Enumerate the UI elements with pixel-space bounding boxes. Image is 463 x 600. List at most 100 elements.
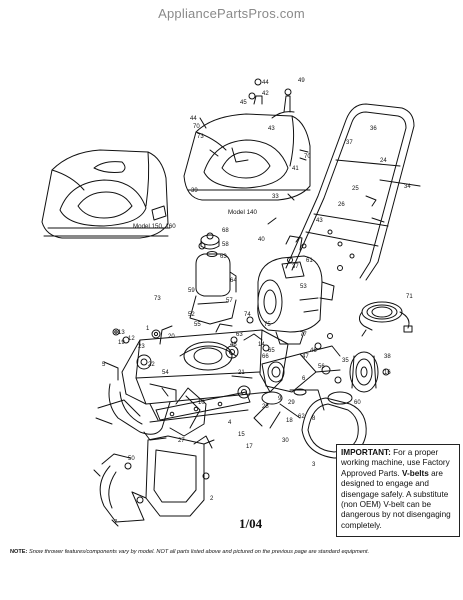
callout: 49 (298, 78, 305, 84)
callout: 1 (146, 326, 150, 332)
callout: 26 (338, 202, 345, 208)
callout: 14 (258, 342, 265, 348)
callout: 35 (342, 358, 349, 364)
footnote: NOTE: Snow thrower features/components v… (10, 549, 460, 555)
model-label-140: Model 140 (228, 209, 257, 216)
model-label-150-160: Model 150, 160 (133, 223, 176, 230)
callout: 52 (188, 312, 195, 318)
scraper-bar (149, 391, 251, 423)
important-text-1: For a proper working machine, use Factor… (341, 448, 450, 478)
callout: 10 (198, 400, 205, 406)
handle-assembly (285, 103, 421, 281)
callout: 24 (380, 158, 387, 164)
callout: 65 (268, 348, 275, 354)
callout: 34 (404, 184, 411, 190)
callout: 23 (138, 344, 145, 350)
callout: 61 (306, 258, 313, 264)
callout: 12 (128, 336, 135, 342)
drive-hardware (215, 323, 342, 429)
callout: 53 (300, 284, 307, 290)
callout: 38 (384, 354, 391, 360)
engine-assembly (257, 235, 335, 345)
callout: 45 (240, 100, 247, 106)
callout: 18 (286, 418, 293, 424)
important-text-2: are designed to engage and disengage saf… (341, 468, 451, 530)
callout: 41 (292, 166, 299, 172)
shroud-model-150-160 (41, 149, 171, 239)
callout: 30 (282, 438, 289, 444)
callout: 29 (288, 400, 295, 406)
callout: 44 (190, 116, 197, 122)
callout: 19 (118, 340, 125, 346)
callout: 37 (346, 140, 353, 146)
callout: 47 (302, 354, 309, 360)
drive-belt (261, 388, 367, 459)
callout: 21 (238, 370, 245, 376)
date-code: 1/04 (239, 516, 263, 531)
footnote-label: NOTE: (10, 549, 28, 555)
callout: 25 (352, 186, 359, 192)
callout: 42 (262, 91, 269, 97)
callout: 73 (197, 134, 204, 140)
callout: 55 (194, 322, 201, 328)
callout: 50 (128, 456, 135, 462)
site-title: AppliancePartsPros.com (158, 6, 305, 21)
auger-housing (97, 325, 289, 417)
callout: 9 (278, 396, 282, 402)
fuel-tank (189, 234, 237, 325)
callout: 27 (178, 438, 185, 444)
footnote-text: Snow thrower features/components vary by… (27, 549, 370, 555)
callout: 56 (318, 364, 325, 370)
parts-exploded-diagram: Model 150, 160 Model 140 44 42 45 49 43 … (41, 78, 421, 527)
callout: 3 (312, 462, 316, 468)
callout: 43 (268, 126, 275, 132)
important-vbelts: V-belts (401, 468, 429, 478)
small-hardware (112, 78, 355, 352)
important-notice: IMPORTANT: For a proper working machine,… (336, 444, 460, 537)
callout: 16 (384, 370, 391, 376)
wheel (349, 351, 390, 393)
callout: 57 (226, 298, 233, 304)
callout: 37 (292, 264, 299, 270)
callout: 70 (304, 154, 311, 160)
callout: 17 (246, 444, 253, 450)
callout: 59 (188, 288, 195, 294)
callout: 44 (262, 80, 269, 86)
shroud-model-140 (183, 88, 311, 201)
callout: 58 (222, 242, 229, 248)
callout: 70 (193, 124, 200, 130)
auger-paddles (95, 383, 207, 441)
callout: 7 (114, 520, 118, 526)
callout: 54 (162, 370, 169, 376)
callout: 66 (262, 354, 269, 360)
callout: 33 (272, 194, 279, 200)
callout: 4 (228, 420, 232, 426)
callout: 2 (210, 496, 214, 502)
callout: 43 (316, 218, 323, 224)
callout: 6 (302, 376, 306, 382)
callout: 74 (244, 312, 251, 318)
callout: 63 (220, 254, 227, 260)
callout: 46 (310, 348, 317, 354)
callout: 77 (300, 332, 307, 338)
callout: 48 (230, 342, 237, 348)
callout: 22 (148, 362, 155, 368)
callout: 20 (168, 334, 175, 340)
callout: 63 (236, 332, 243, 338)
power-cord (358, 301, 413, 337)
callout: 8 (312, 416, 316, 422)
callout: 62 (298, 414, 305, 420)
callout: 73 (154, 296, 161, 302)
callout: 71 (406, 294, 413, 300)
callout: 75 (264, 322, 271, 328)
callout: 40 (258, 237, 265, 243)
callout: 28 (262, 404, 269, 410)
callout: 68 (222, 228, 229, 234)
lower-auger-detail (93, 435, 215, 527)
callout: 15 (238, 432, 245, 438)
callout: 39 (191, 188, 198, 194)
callout-numbers: 44 42 45 49 43 44 41 70 73 39 70 36 37 2… (102, 78, 413, 526)
callout: 64 (230, 278, 237, 284)
callout: 60 (354, 400, 361, 406)
callout: 36 (370, 126, 377, 132)
